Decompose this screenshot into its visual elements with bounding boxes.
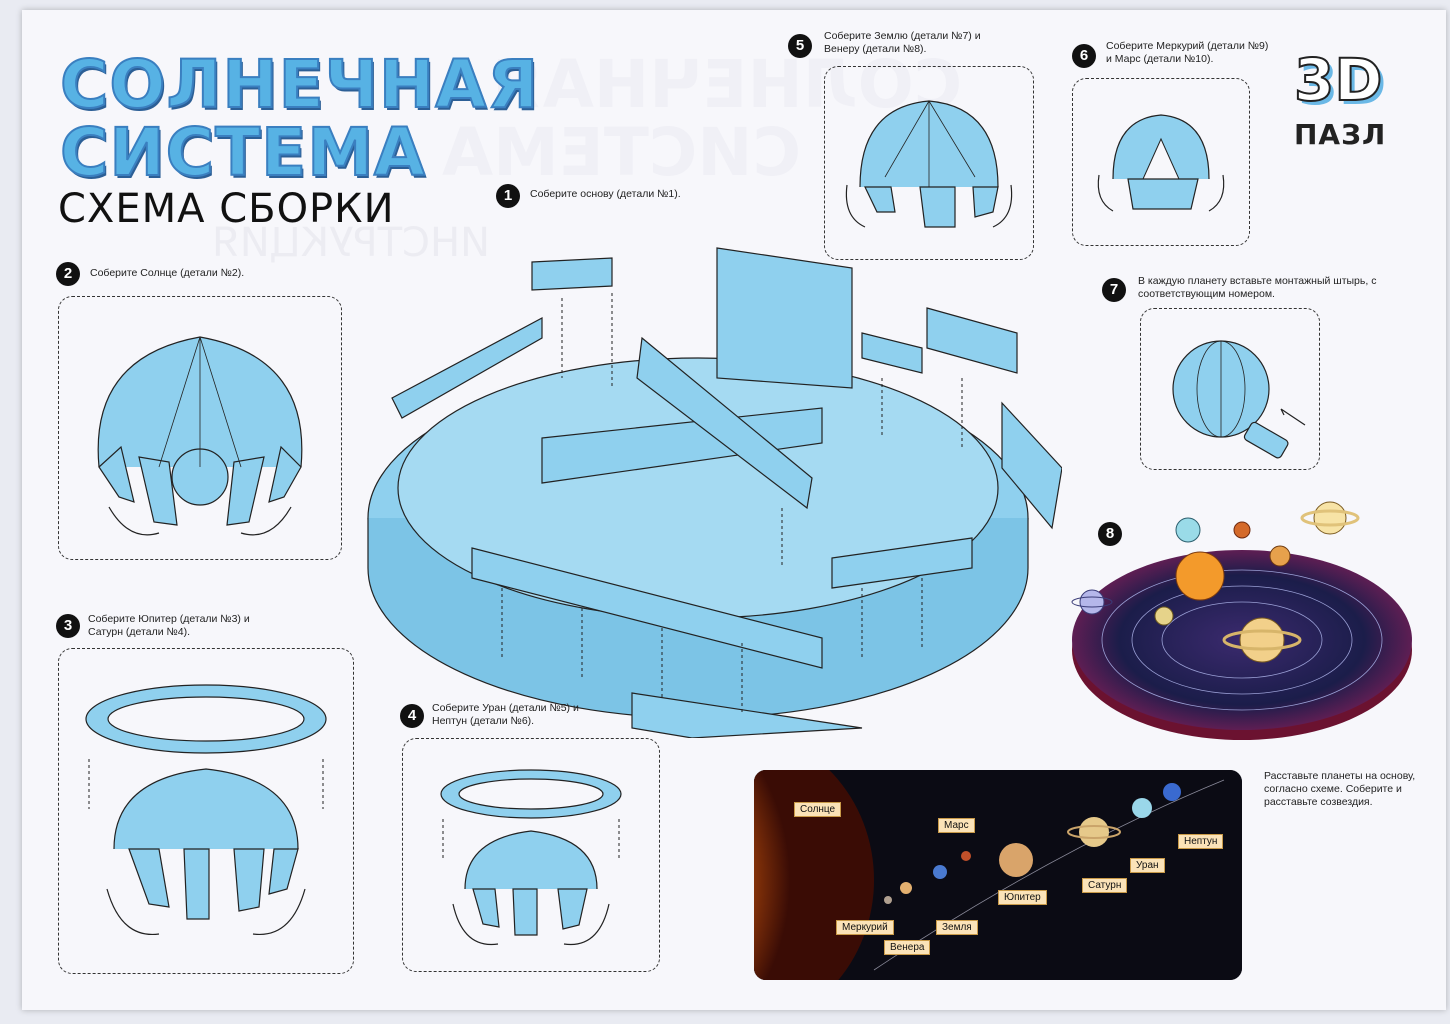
step3-box <box>58 648 354 974</box>
label-earth: Земля <box>936 920 978 935</box>
label-neptune: Нептун <box>1178 834 1224 849</box>
logo-3d-puzzle: 3D ПАЗЛ <box>1293 46 1404 151</box>
step1-number: 1 <box>496 184 520 208</box>
completed-puzzle-illustration <box>1071 501 1412 740</box>
uranus-neptune-assembly-diagram <box>440 769 622 946</box>
step8-number: 8 <box>1098 522 1122 546</box>
step4-box <box>402 738 660 972</box>
label-venus: Венера <box>884 940 931 955</box>
ghost-title-line2: СИСТЕМА <box>442 114 801 191</box>
step3-number: 3 <box>56 614 80 638</box>
final-note: Расставьте планеты на основу, согласно с… <box>1264 770 1416 808</box>
sun-assembly-diagram <box>97 336 303 536</box>
label-uranus: Уран <box>1130 858 1165 873</box>
instruction-sheet: СОЛНЕЧНАЯ СИСТЕМА ИНСТРУКЦИЯ СОЛНЕЧНАЯ С… <box>22 10 1446 1010</box>
step5-caption: Соберите Землю (детали №7) и Венеру (дет… <box>824 30 981 55</box>
jupiter-saturn-assembly-diagram <box>85 684 327 936</box>
step7-box <box>1140 308 1320 470</box>
step6-box <box>1072 78 1250 246</box>
step7-number: 7 <box>1102 278 1126 302</box>
step4-caption: Соберите Уран (детали №5) и Нептун (дета… <box>432 702 579 727</box>
step1-caption: Соберите основу (детали №1). <box>530 188 681 200</box>
step3-caption: Соберите Юпитер (детали №3) и Сатурн (де… <box>88 613 250 638</box>
label-saturn: Сатурн <box>1082 878 1128 893</box>
planet-order-graphic <box>754 770 1242 980</box>
earth-venus-assembly-diagram <box>845 100 1013 228</box>
step6-caption: Соберите Меркурий (детали №9) и Марс (де… <box>1106 40 1269 65</box>
pin-insertion-diagram <box>1172 340 1306 459</box>
base-assembly-diagram <box>367 247 1062 738</box>
logo-3d: 3D <box>1293 46 1384 114</box>
step7-caption: В каждую планету вставьте монтажный штыр… <box>1138 275 1377 300</box>
title-line2: СИСТЕМА <box>59 114 426 191</box>
step5-number: 5 <box>788 34 812 58</box>
label-mercury: Меркурий <box>836 920 894 935</box>
label-mars: Марс <box>938 818 975 833</box>
label-sun: Солнце <box>794 802 842 817</box>
step5-box <box>824 66 1034 260</box>
step2-caption: Соберите Солнце (детали №2). <box>90 267 245 279</box>
step6-number: 6 <box>1072 44 1096 68</box>
step4-number: 4 <box>400 704 424 728</box>
subtitle: СХЕМА СБОРКИ <box>58 186 395 232</box>
mercury-mars-assembly-diagram <box>1097 114 1225 212</box>
planet-order-chart: Солнце Меркурий Венера Земля Марс Юпитер… <box>754 770 1242 980</box>
logo-word: ПАЗЛ <box>1294 118 1387 151</box>
step2-number: 2 <box>56 262 80 286</box>
title-line1: СОЛНЕЧНАЯ <box>59 46 540 123</box>
step2-box <box>58 296 342 560</box>
label-jupiter: Юпитер <box>998 890 1047 905</box>
